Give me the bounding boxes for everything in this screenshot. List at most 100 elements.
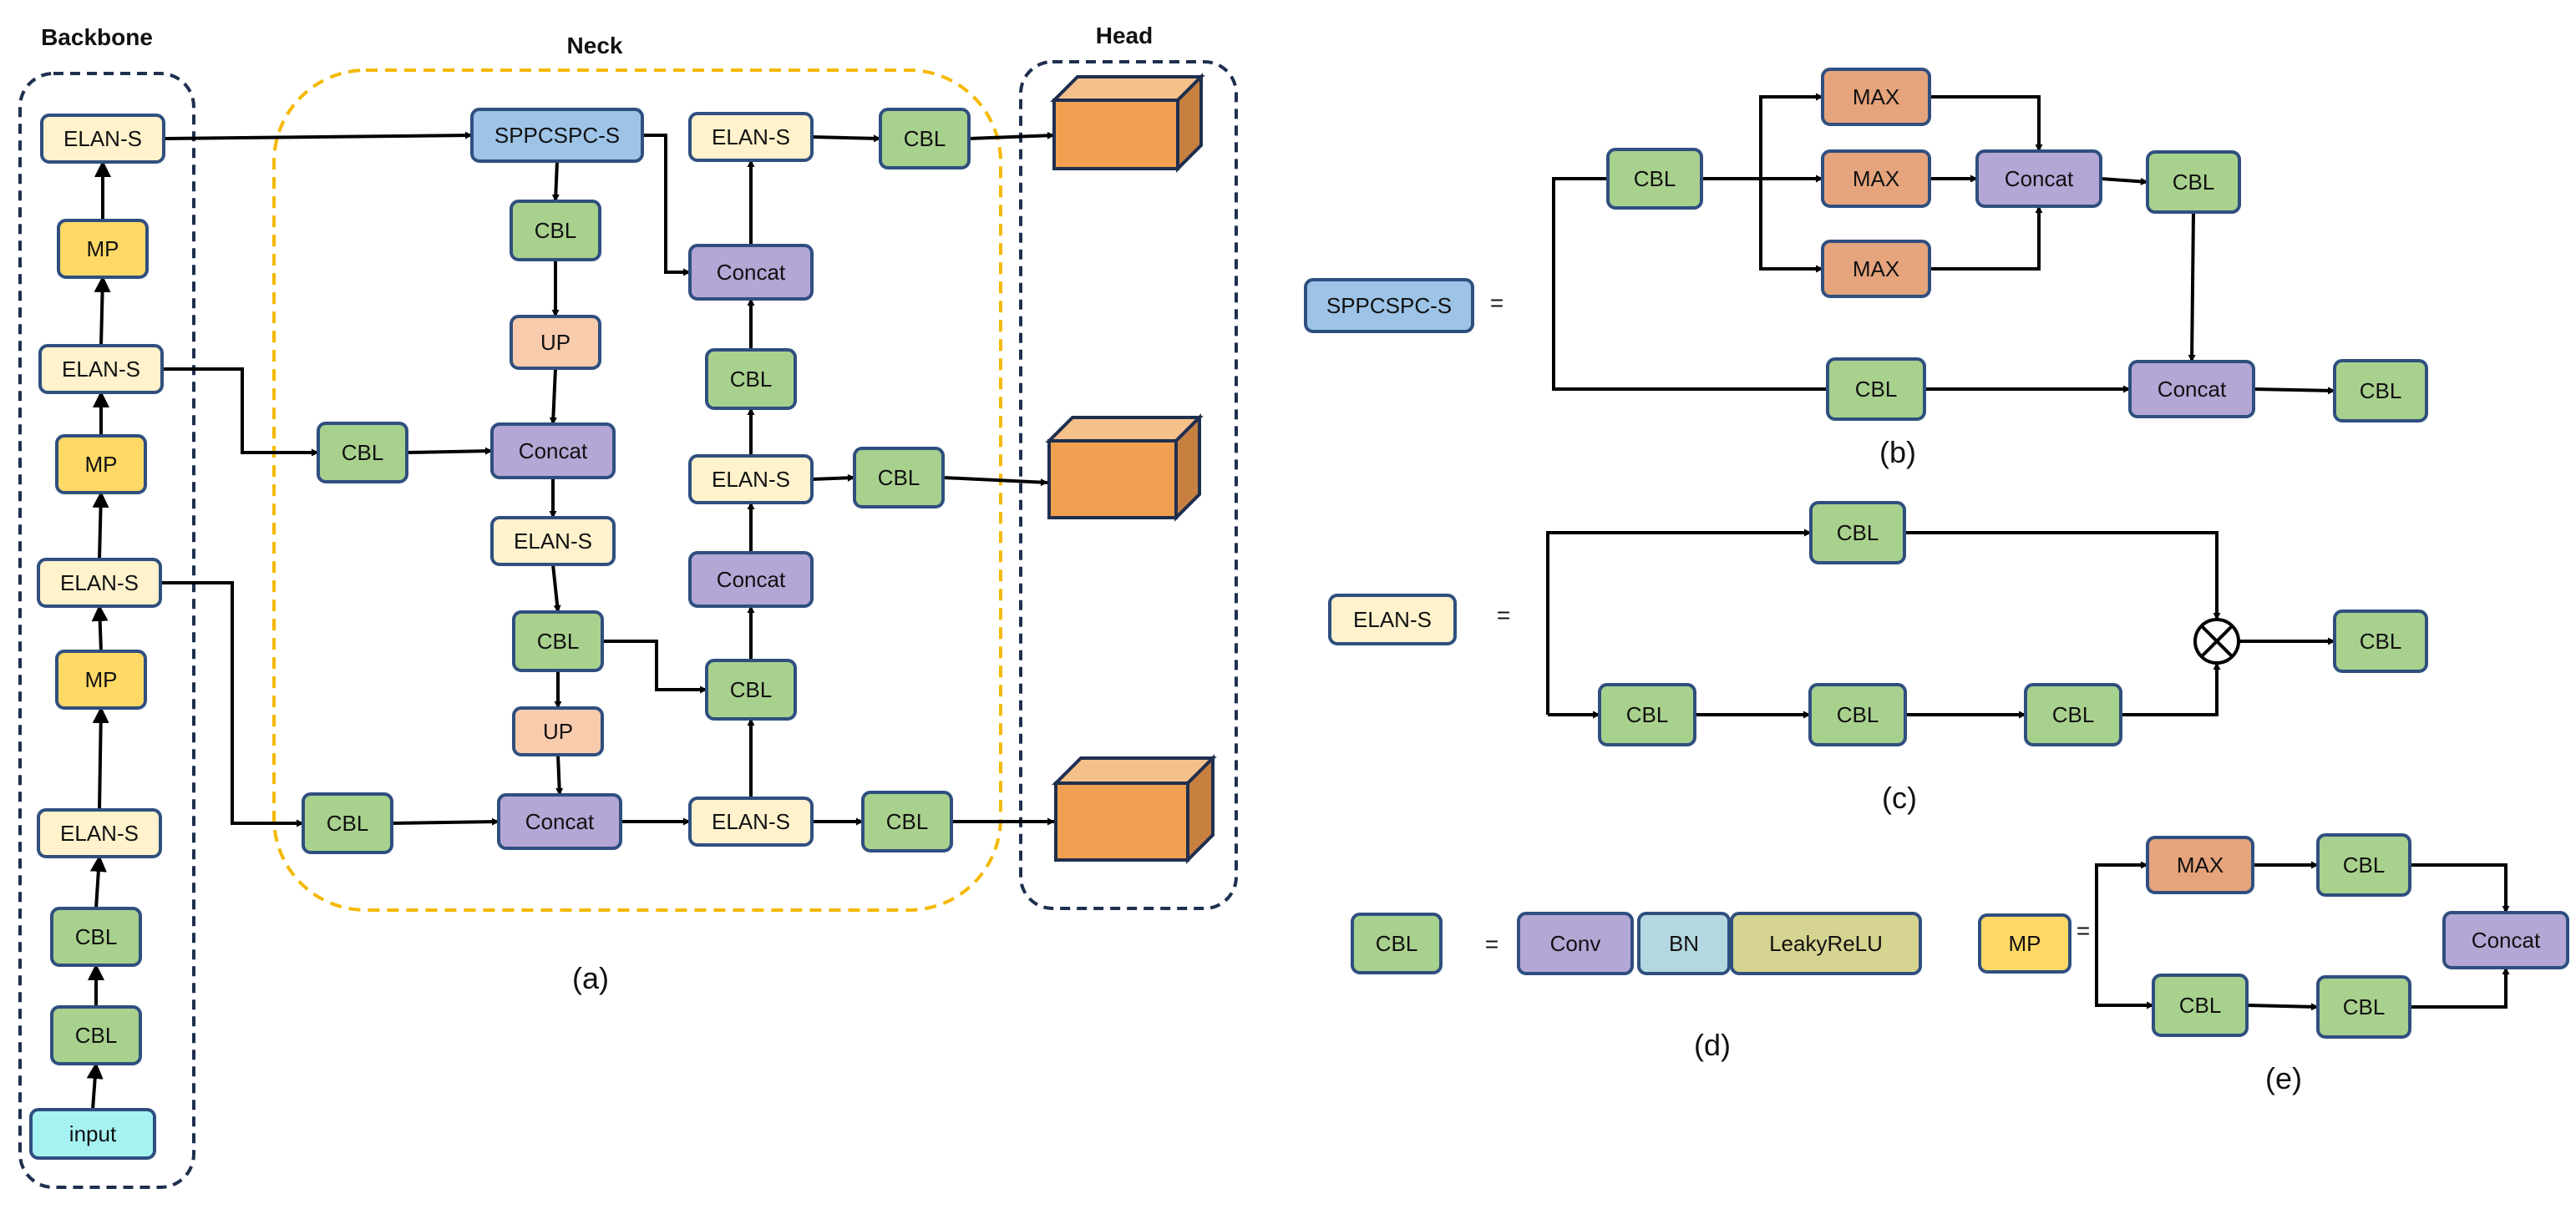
input-block-label: input <box>69 1121 117 1146</box>
spp-edge-concat2-cbl4 <box>2253 387 2335 395</box>
edge-elan4-spp <box>163 131 473 140</box>
neck-sppcspc-s: SPPCSPC-S <box>470 108 644 163</box>
spp-concat-1-label: Concat <box>2005 166 2074 191</box>
input-block: input <box>29 1108 156 1160</box>
neck-up-1-box <box>510 315 601 370</box>
backbone-mp-1-box <box>55 650 147 710</box>
neck-concat-4-label: Concat <box>717 260 786 285</box>
cbl-leakyrelu-box <box>1730 912 1922 975</box>
edge-elan3-cblo2 <box>811 473 855 482</box>
elan-cbl-1-box <box>1809 501 1906 564</box>
neck-cbl-4-box <box>705 348 797 410</box>
neck-elan-s-1-label: ELAN-S <box>514 529 592 554</box>
neck-concat-1-box <box>490 422 616 479</box>
spp-edge-concat1-cbl2 <box>2100 177 2148 185</box>
backbone-elan-s-3-box <box>38 344 164 394</box>
edge-cblc-concat2 <box>391 817 499 826</box>
edge-spp-concat4 <box>642 134 691 276</box>
edge-elan2-mp2 <box>92 491 109 560</box>
neck-cbl-backbone-low: CBL <box>302 792 393 854</box>
elan-cbl-1: CBL <box>1809 501 1906 564</box>
neck-cbl-3-label: CBL <box>730 677 773 702</box>
backbone-mp-3-label: MP <box>87 236 119 261</box>
input-block-box <box>29 1108 156 1160</box>
mp-cbl-1: CBL <box>2316 833 2411 897</box>
elan-cbl-4-label: CBL <box>2052 702 2095 727</box>
neck-cbl-backbone-low-label: CBL <box>327 811 369 836</box>
caption-d: (d) <box>1694 1028 1731 1062</box>
backbone-elan-s-2-box <box>37 558 162 608</box>
cbl-conv-label: Conv <box>1550 931 1601 956</box>
neck-elan-s-2: ELAN-S <box>688 797 814 847</box>
edge-up1-concat1 <box>549 367 557 425</box>
spp-max-1-label: MAX <box>1853 84 1899 109</box>
caption-b: (b) <box>1879 435 1916 469</box>
legend-elan-s-label: ELAN-S <box>1353 607 1432 632</box>
neck-concat-4: Concat <box>688 244 814 301</box>
backbone-mp-3: MP <box>57 219 149 279</box>
legend-sppcspc-s-box <box>1304 278 1474 333</box>
mp-concat: Concat <box>2442 911 2569 969</box>
spp-max-3: MAX <box>1821 240 1931 298</box>
legend-cbl-label: CBL <box>1376 931 1418 956</box>
legend-sppcspc-s-label: SPPCSPC-S <box>1326 293 1452 318</box>
spp-edge-cbl1-max3 <box>1759 179 1823 273</box>
neck-cbl-backbone-mid-box <box>317 422 408 483</box>
neck-cbl-out-3-box <box>861 791 953 852</box>
mp-cbl-3: CBL <box>2316 975 2411 1039</box>
neck-elan-s-1-box <box>490 516 616 566</box>
section-containers <box>18 60 1238 1189</box>
edge-elan1-cbl2 <box>551 564 561 613</box>
neck-concat-4-box <box>688 244 814 301</box>
spp-concat-1-box <box>1975 149 2102 208</box>
backbone-cbl-1-box <box>50 1005 142 1065</box>
spp-cbl-1: CBL <box>1606 148 1703 210</box>
neck-cbl-backbone-low-box <box>302 792 393 854</box>
equals-elan: = <box>1497 602 1510 628</box>
backbone-elan-s-4-box <box>40 114 165 164</box>
spp-max-2: MAX <box>1821 149 1931 208</box>
neck-cbl-1-label: CBL <box>535 218 577 243</box>
head-container <box>1019 60 1238 910</box>
cbl-leakyrelu-label: LeakyReLU <box>1769 931 1883 956</box>
neck-concat-1: Concat <box>490 422 616 479</box>
edge-elan3-cblb <box>162 367 319 457</box>
multiply-icon <box>2193 618 2240 665</box>
mp-cbl-2: CBL <box>2152 974 2249 1037</box>
spp-concat-1: Concat <box>1975 149 2102 208</box>
elan-edge-cbl4-mul <box>2121 662 2221 716</box>
edge-cbl2-cbl3 <box>602 640 707 694</box>
neck-cbl-out-1: CBL <box>879 108 971 169</box>
head-output-1 <box>1050 73 1205 173</box>
backbone-mp-1: MP <box>55 650 147 710</box>
spp-max-1: MAX <box>1821 68 1931 126</box>
edge-elan4-cblo1 <box>811 134 881 143</box>
cbl-leakyrelu: LeakyReLU <box>1730 912 1922 975</box>
edge-input-cbl1 <box>86 1062 104 1110</box>
neck-cbl-4-label: CBL <box>730 367 773 392</box>
mp-cbl-1-label: CBL <box>2343 852 2386 878</box>
neck-cbl-3-box <box>705 659 797 721</box>
neck-concat-2-box <box>497 793 622 850</box>
backbone-elan-s-1-label: ELAN-S <box>60 821 139 846</box>
neck-cbl-out-1-label: CBL <box>904 126 946 151</box>
neck-concat-3-label: Concat <box>717 567 786 592</box>
backbone-mp-2: MP <box>55 434 147 494</box>
edge-mp1-elan2 <box>91 604 109 652</box>
mp-concat-label: Concat <box>2472 928 2541 953</box>
diagram-blocks: input CBL CBL ELAN-S MP ELAN-S MP ELAN-S MP ELAN-… <box>29 68 2569 1160</box>
legend-cbl-box <box>1351 913 1443 974</box>
neck-cbl-backbone-mid: CBL <box>317 422 408 483</box>
detection-head-outputs <box>1045 73 1217 864</box>
mp-edge-split-cbl2 <box>2095 943 2154 1009</box>
backbone-elan-s-1-box <box>37 808 162 858</box>
spp-cbl-2-label: CBL <box>2173 169 2215 195</box>
spp-cbl-4-box <box>2333 359 2428 422</box>
legend-elan-s: ELAN-S <box>1328 594 1457 645</box>
neck-elan-s-1: ELAN-S <box>490 516 616 566</box>
mp-cbl-3-box <box>2316 975 2411 1039</box>
neck-elan-s-3: ELAN-S <box>688 454 814 504</box>
spp-max-2-label: MAX <box>1853 166 1899 191</box>
neck-container <box>272 68 1002 912</box>
legend-mp: MP <box>1978 913 2071 974</box>
